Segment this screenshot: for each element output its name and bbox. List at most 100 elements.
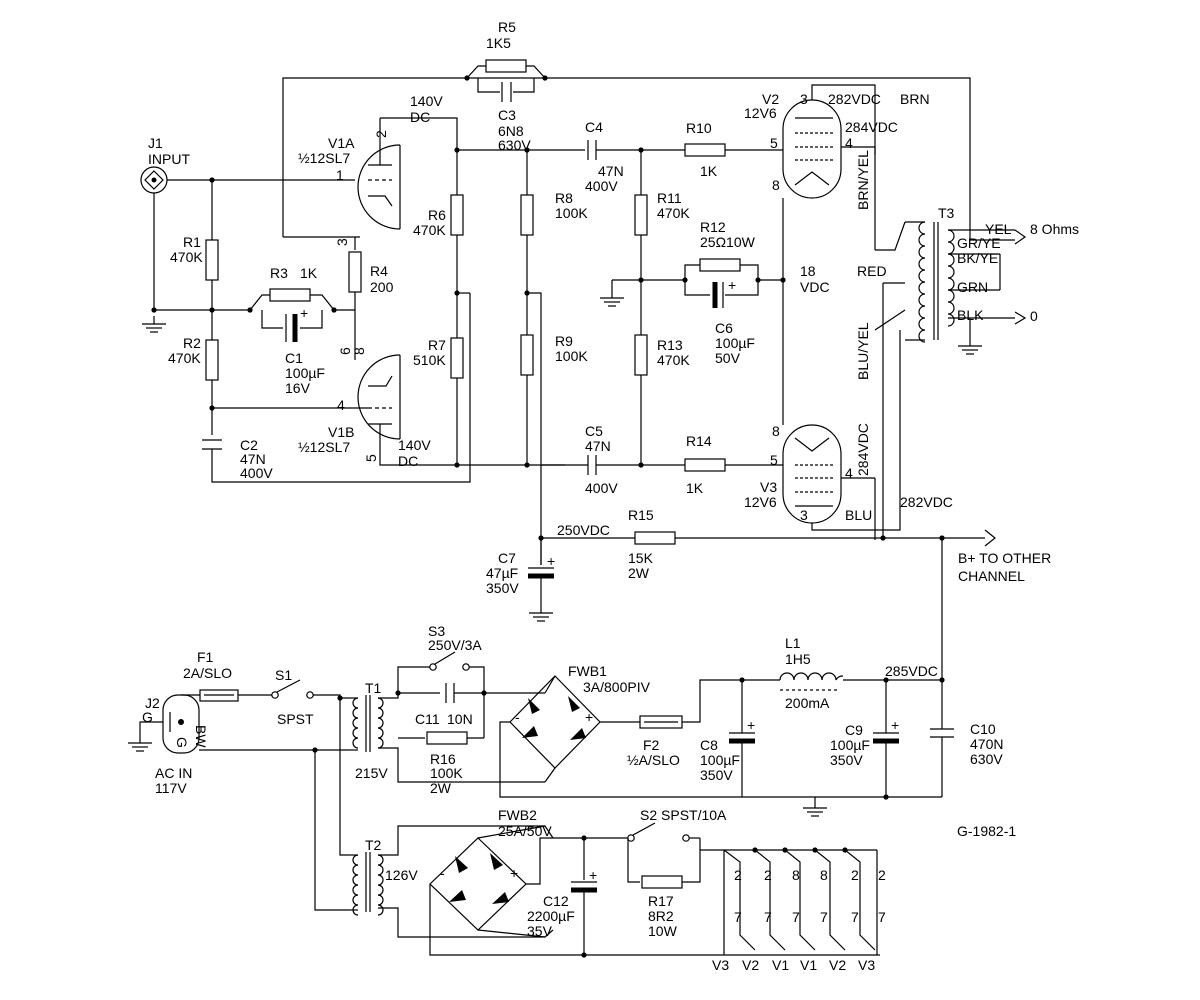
electrolytic-capacitor-icon [873, 732, 899, 744]
fwb1-value: 3A/800PIV [583, 679, 651, 695]
heater-tube-6: V3 [858, 957, 875, 973]
capacitor-icon [202, 439, 222, 450]
v2-pin5: 5 [770, 135, 778, 151]
v1a-name: V1A [328, 135, 355, 151]
j2-name: J2 [145, 695, 160, 711]
fwb1-minus: - [515, 709, 520, 725]
heater-pin-2: 2 [764, 867, 772, 883]
r11-name: R11 [657, 190, 682, 206]
feedback-network [282, 59, 1015, 241]
v2-284vdc: 284VDC [845, 119, 898, 135]
v1a-140v: 140V [410, 93, 443, 109]
v1b-140v: 140V [398, 437, 431, 453]
bk-ye: BK/YE [957, 250, 998, 266]
c6-plus: + [728, 277, 736, 293]
r16-power: 2W [430, 780, 452, 796]
c2-value: 47N [240, 451, 266, 467]
electrolytic-capacitor-icon [571, 881, 597, 893]
c7-plus: + [547, 553, 555, 569]
resistor-icon [269, 288, 311, 302]
fwb2-value: 25A/50V [498, 823, 552, 839]
f2-value: ½A/SLO [627, 752, 680, 768]
inductor-icon [779, 672, 844, 691]
resistor-icon [348, 251, 362, 293]
c12-name: C12 [543, 893, 569, 909]
v3-282vdc: 282VDC [900, 494, 953, 510]
switch-icon[interactable] [429, 651, 470, 671]
c12-voltage: 35V [527, 923, 553, 939]
v1a-pin3: 3 [334, 238, 350, 246]
c6-value: 100µF [715, 335, 755, 351]
pentode-icon[interactable] [782, 424, 842, 524]
heater-pin-7: 7 [734, 909, 742, 925]
gr-ye: GR/YE [957, 235, 1001, 251]
r9-name: R9 [555, 333, 573, 349]
c4-name: C4 [585, 119, 603, 135]
blu-yel: BLU/YEL [855, 322, 871, 380]
blu-label: BLU [845, 507, 872, 523]
r14-name: R14 [686, 433, 712, 449]
electrolytic-capacitor-icon [712, 282, 724, 308]
heater-pin-12: 7 [878, 909, 886, 925]
resistor-icon [634, 531, 676, 545]
v3-type: 12V6 [744, 494, 777, 510]
switch-icon[interactable] [627, 822, 690, 842]
heater-tube-3: V1 [772, 957, 789, 973]
fwb2-plus: + [510, 865, 518, 881]
c3-voltage: 630V [498, 137, 531, 153]
capacitor-icon [587, 455, 597, 475]
j1-name: J1 [148, 135, 163, 151]
c4-voltage: 400V [585, 178, 618, 194]
c8-voltage: 350V [700, 767, 733, 783]
v1b-pin4: 4 [337, 397, 345, 413]
c1-value: 100µF [285, 365, 325, 381]
r10-value: 1K [700, 163, 718, 179]
r2-name: R2 [183, 335, 201, 351]
s1-name: S1 [275, 667, 292, 683]
vdc18-b: VDC [800, 279, 830, 295]
v1a-pin1: 1 [336, 167, 344, 183]
electrolytic-capacitor-icon [528, 567, 554, 579]
v2-pin8: 8 [772, 177, 780, 193]
v3-pin8: 8 [772, 423, 780, 439]
v1a-pin2: 2 [373, 130, 389, 138]
switch-icon[interactable] [271, 679, 314, 699]
c6-voltage: 50V [715, 350, 741, 366]
r17-power: 10W [648, 923, 678, 939]
zero: 0 [1030, 308, 1038, 324]
capacitor-icon [445, 683, 455, 703]
s1-type: SPST [277, 711, 314, 727]
v1b-pin8: 8 [351, 347, 367, 355]
ac-plug-icon[interactable] [162, 694, 200, 754]
resistor-icon [634, 194, 648, 236]
c8-plus: + [747, 717, 755, 733]
fwb1-name: FWB1 [568, 663, 607, 679]
arrow-icon [984, 529, 996, 547]
fuse-icon [639, 715, 683, 729]
v2-brn: BRN [900, 91, 930, 107]
r11-value: 470K [657, 205, 690, 221]
capacitor-icon [930, 728, 954, 738]
r1-value: 470K [170, 249, 203, 265]
heater-pin-1: 2 [734, 867, 742, 883]
v3-pin4: 4 [845, 465, 853, 481]
c10-name: C10 [970, 721, 996, 737]
bridge-rectifier-icon [509, 675, 601, 769]
vdc285: 285VDC [885, 663, 938, 679]
c7-name: C7 [498, 550, 516, 566]
v3-name: V3 [760, 479, 777, 495]
fwb2-minus: - [440, 865, 445, 881]
r15-value: 15K [628, 550, 654, 566]
r5-name: R5 [498, 19, 516, 35]
c1-voltage: 16V [285, 380, 311, 396]
v2-pin3: 3 [800, 91, 808, 107]
ground-icon [957, 337, 983, 355]
input-jack-icon[interactable] [140, 166, 168, 194]
ground-icon [127, 734, 153, 752]
heater-tube-5: V2 [829, 957, 846, 973]
v1b-type: ½12SL7 [298, 439, 350, 455]
heater-tube-2: V2 [742, 957, 759, 973]
pentode-icon[interactable] [782, 99, 842, 199]
bplus: B+ TO OTHER [958, 550, 1051, 566]
c3-value: 6N8 [498, 123, 524, 139]
